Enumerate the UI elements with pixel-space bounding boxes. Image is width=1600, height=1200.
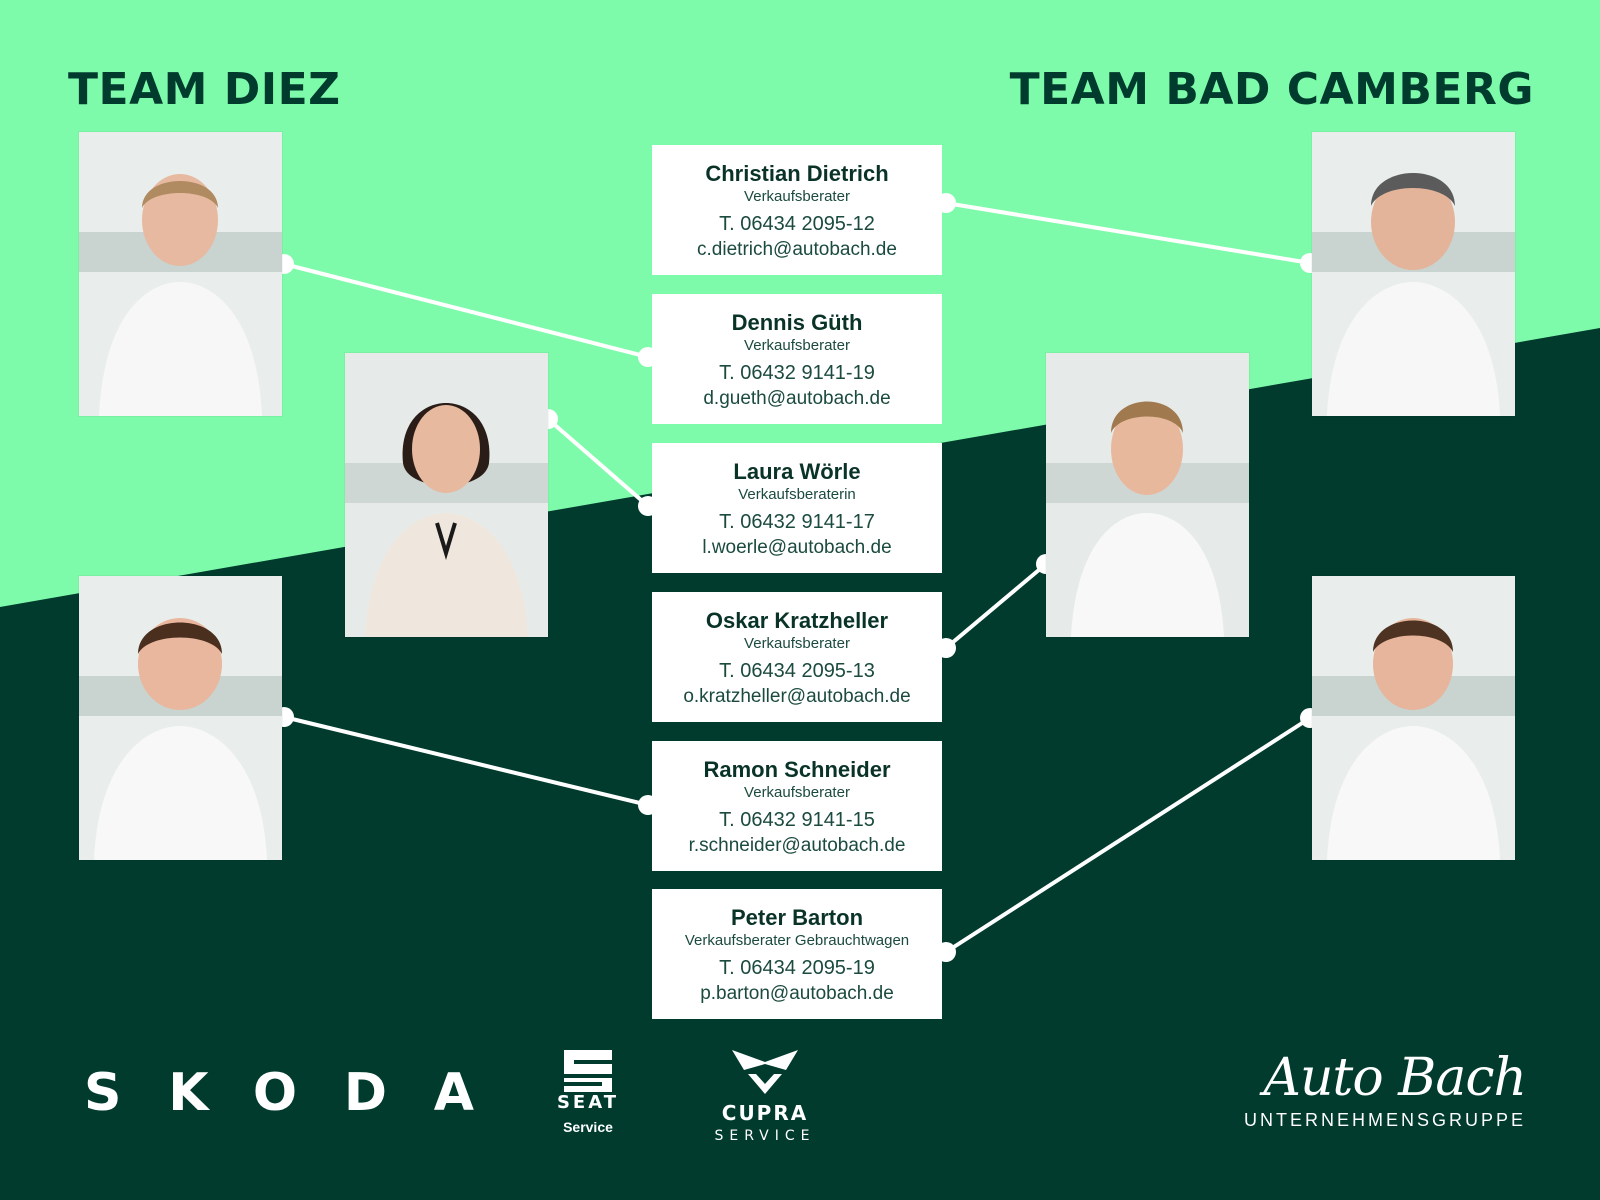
contact-card: Oskar Kratzheller Verkaufsberater T. 064… (652, 592, 942, 722)
portrait-photo (1046, 353, 1249, 637)
contact-name: Ramon Schneider (703, 757, 891, 782)
contact-phone[interactable]: T. 06432 9141-15 (719, 809, 875, 831)
contact-phone[interactable]: T. 06434 2095-12 (719, 213, 875, 235)
contact-card: Laura Wörle Verkaufsberaterin T. 06432 9… (652, 443, 942, 573)
cupra-logo: CUPRA SERVICE (702, 1046, 828, 1146)
contact-name: Laura Wörle (733, 459, 861, 484)
contact-name: Oskar Kratzheller (705, 608, 889, 633)
portrait-photo (79, 576, 282, 860)
cupra-emblem-icon (732, 1050, 798, 1094)
seat-service-label: Service (563, 1119, 613, 1135)
contact-phone[interactable]: T. 06434 2095-13 (719, 660, 875, 682)
skoda-wordmark: SKODA (84, 1066, 474, 1116)
contact-role: Verkaufsberater (744, 337, 850, 354)
autobach-script: Auto Bach (1263, 1048, 1527, 1108)
contact-role: Verkaufsberaterin (738, 486, 856, 503)
contact-card: Peter Barton Verkaufsberater Gebrauchtwa… (652, 889, 942, 1019)
portrait-photo (79, 132, 282, 416)
seat-emblem-icon: SEAT (557, 1050, 619, 1113)
autobach-logo: Auto Bach UNTERNEHMENSGRUPPE (1236, 1048, 1527, 1150)
contact-email[interactable]: l.woerle@autobach.de (702, 537, 892, 558)
contact-role: Verkaufsberater (744, 635, 850, 652)
cupra-service-label: SERVICE (714, 1128, 815, 1144)
contact-phone[interactable]: T. 06432 9141-17 (719, 511, 875, 533)
team-diez-title: TEAM DIEZ (68, 64, 341, 115)
contact-email[interactable]: d.gueth@autobach.de (703, 388, 891, 409)
contact-card: Christian Dietrich Verkaufsberater T. 06… (652, 145, 942, 275)
contact-role: Verkaufsberater (744, 784, 850, 801)
contact-phone[interactable]: T. 06434 2095-19 (719, 957, 875, 979)
contact-card: Ramon Schneider Verkaufsberater T. 06432… (652, 741, 942, 871)
portrait-photo (1312, 132, 1515, 416)
skoda-logo: SKODA (84, 1063, 474, 1123)
cupra-wordmark: CUPRA (722, 1101, 808, 1125)
contact-email[interactable]: r.schneider@autobach.de (688, 835, 906, 856)
seat-logo: SEAT Service (540, 1046, 636, 1146)
contact-role: Verkaufsberater (744, 188, 850, 205)
contact-phone[interactable]: T. 06432 9141-19 (719, 362, 875, 384)
contact-name: Dennis Güth (731, 310, 863, 335)
team-bad-camberg-title: TEAM BAD CAMBERG (1009, 64, 1534, 115)
portrait-photo (345, 353, 548, 637)
contact-name: Christian Dietrich (705, 161, 889, 186)
contact-name: Peter Barton (730, 905, 864, 930)
seat-wordmark: SEAT (557, 1092, 619, 1110)
contact-email[interactable]: c.dietrich@autobach.de (697, 239, 897, 260)
contact-email[interactable]: p.barton@autobach.de (700, 983, 894, 1004)
contact-role: Verkaufsberater Gebrauchtwagen (684, 932, 910, 949)
contact-email[interactable]: o.kratzheller@autobach.de (683, 686, 911, 707)
autobach-subtitle: UNTERNEHMENSGRUPPE (1243, 1110, 1526, 1130)
contact-card: Dennis Güth Verkaufsberater T. 06432 914… (652, 294, 942, 424)
portrait-photo (1312, 576, 1515, 860)
